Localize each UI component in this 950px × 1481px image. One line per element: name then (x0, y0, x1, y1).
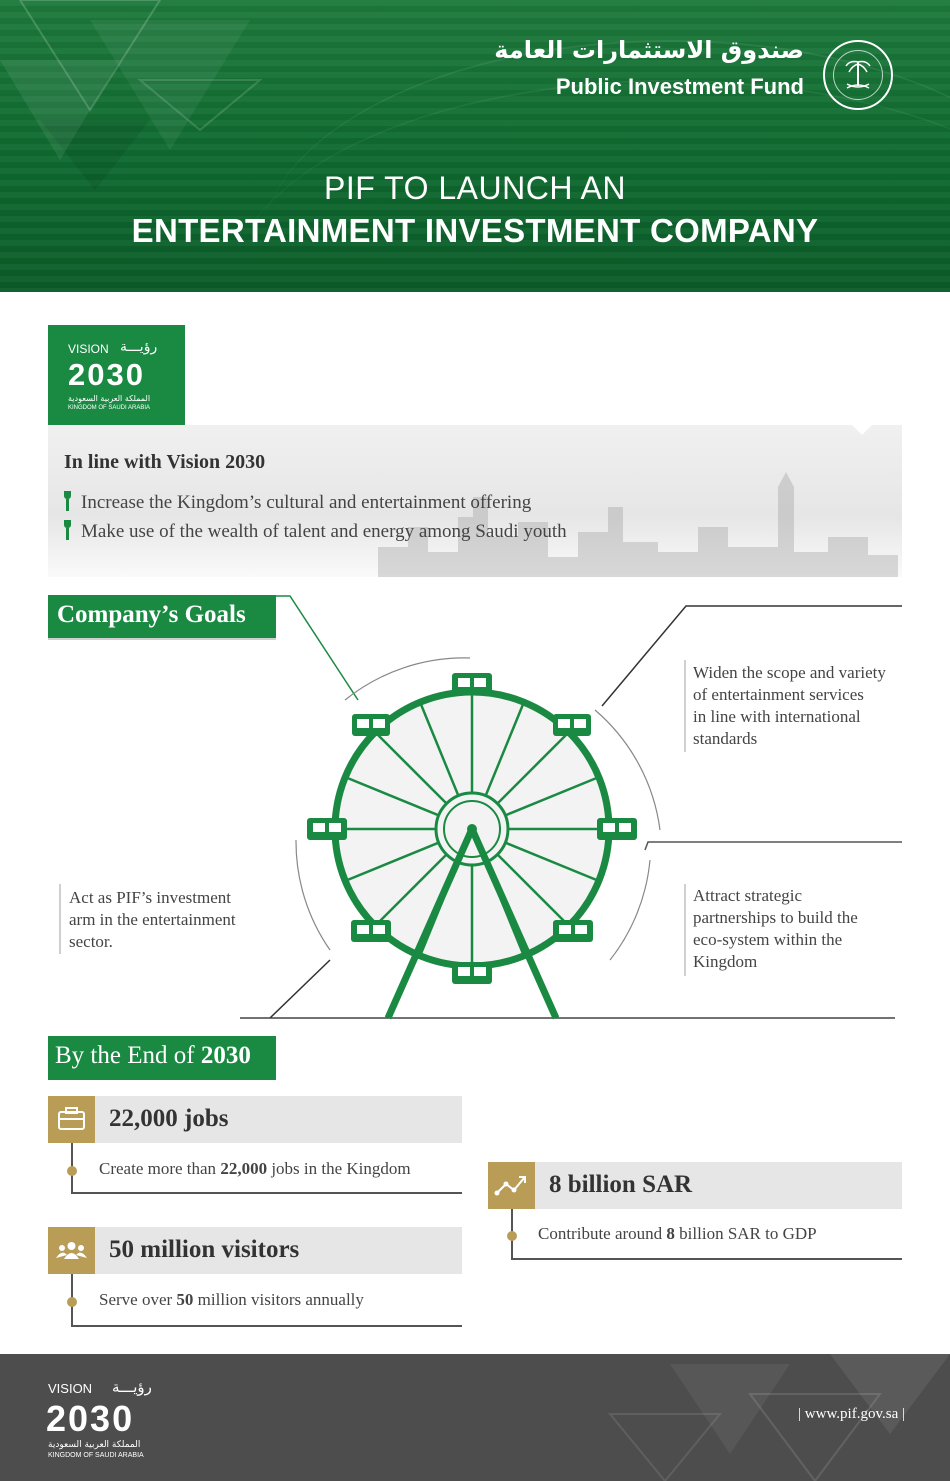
jobs-stat-header: 22,000 jobs (48, 1096, 462, 1143)
goal-line: eco-system within the (693, 930, 843, 949)
goal-line: standards (693, 729, 758, 748)
stat-bullet-dot (67, 1166, 77, 1176)
vision-bullet-text: Increase the Kingdom’s cultural and ente… (81, 492, 532, 513)
wheel-hub-inner (443, 800, 501, 858)
kingdom-english: KINGDOM OF SAUDI ARABIA (68, 405, 151, 411)
wheel-leg (468, 827, 560, 1020)
stat-underline (71, 1192, 462, 1194)
goal-line: of entertainment services (693, 685, 864, 704)
goals-underline (48, 638, 276, 640)
stat-underline (71, 1325, 462, 1327)
vision-bullet: Increase the Kingdom’s cultural and ente… (64, 491, 531, 514)
goal-line: arm in the entertainment (69, 910, 236, 929)
goal-line: partnerships to build the (693, 908, 858, 927)
connector-line (269, 959, 331, 1019)
org-name-arabic: صندوق الاستثمارات العامة (494, 36, 804, 64)
wheel-outer-arc (594, 709, 661, 831)
goals-heading: Company’s Goals (48, 595, 276, 639)
goal-accent-bar (684, 660, 686, 752)
vision-alignment-panel: In line with Vision 2030 Increase the Ki… (48, 425, 902, 577)
headline-line-2: ENTERTAINMENT INVESTMENT COMPANY (131, 212, 819, 249)
header-banner (0, 0, 950, 292)
goal-accent-bar (684, 884, 686, 976)
connector-line (601, 605, 902, 707)
wheel-outer-arc (609, 859, 651, 961)
stat-underline (511, 1258, 902, 1260)
footer-website-link[interactable]: | www.pif.gov.sa | (798, 1406, 905, 1422)
footer-vision-arabic: رؤيـــة (112, 1378, 152, 1396)
footer-vision-year: 2030 (46, 1398, 135, 1439)
kingdom-arabic: المملكة العربية السعودية (68, 394, 151, 403)
goal-investment-arm-text: Act as PIF’s investment arm in the enter… (69, 887, 284, 953)
wheel-leg (384, 827, 476, 1020)
org-name-english: Public Investment Fund (555, 74, 804, 99)
triangle-pattern (0, 0, 263, 190)
ferris-wheel-illustration (240, 595, 902, 1020)
goal-scope-text: Widen the scope and variety of entertain… (693, 662, 908, 750)
vision-2030-logo: VISION رؤيـــة 2030 المملكة العربية السع… (48, 325, 185, 425)
pif-seal-logo (823, 40, 893, 110)
footer-vision-label: VISION (48, 1381, 93, 1396)
tulip-bullet-icon (64, 491, 71, 511)
visitors-stat-description: Serve over 50 million visitors annually (99, 1290, 364, 1309)
heading-prefix: By the End of (55, 1042, 201, 1069)
seal-inner-ring (833, 50, 883, 100)
gdp-stat-description: Contribute around 8 billion SAR to GDP (538, 1224, 817, 1243)
panel-notch (852, 425, 872, 435)
palm-swords-icon (845, 60, 871, 89)
goal-partnership-text: Attract strategic partnerships to build … (693, 885, 908, 973)
footer-kingdom-english: KINGDOM OF SAUDI ARABIA (48, 1452, 144, 1459)
stat-bullet-dot (67, 1297, 77, 1307)
goal-line: Kingdom (693, 952, 758, 971)
goal-line: sector. (69, 932, 113, 951)
vision-year: 2030 (68, 357, 145, 392)
goal-line: Widen the scope and variety (693, 663, 886, 682)
footer-triangle-pattern (607, 1354, 950, 1481)
heading-year: 2030 (200, 1042, 251, 1069)
goal-line: Attract strategic (693, 886, 803, 905)
connector-line (644, 841, 902, 851)
jobs-stat-description: Create more than 22,000 jobs in the King… (99, 1159, 411, 1178)
jobs-stat-title: 22,000 jobs (109, 1105, 229, 1132)
wheel-outer-arc (344, 657, 471, 701)
footer-bar (0, 1354, 950, 1481)
gdp-stat-title: 8 billion SAR (549, 1171, 693, 1198)
headline-line-1: PIF TO LAUNCH AN (324, 170, 626, 206)
goal-line: Act as PIF’s investment (69, 888, 231, 907)
wheel-outer-arc (295, 839, 331, 951)
vision-bullet: Make use of the wealth of talent and ene… (64, 520, 567, 543)
vision-arabic-label: رؤيـــة (120, 339, 158, 355)
briefcase-icon (48, 1096, 95, 1143)
visitors-stat-header: 50 million visitors (48, 1227, 462, 1274)
vision-heading: In line with Vision 2030 (64, 451, 266, 473)
vision-label: VISION (68, 342, 109, 356)
gdp-stat-header: 8 billion SAR (488, 1162, 902, 1209)
goal-line: in line with international (693, 707, 861, 726)
visitors-stat-title: 50 million visitors (109, 1236, 300, 1263)
footer-kingdom-arabic: المملكة العربية السعودية (48, 1440, 141, 1450)
people-icon (48, 1227, 95, 1274)
connector-line (276, 595, 359, 701)
end-2030-heading: By the End of 2030 (48, 1036, 276, 1080)
vision-bullet-text: Make use of the wealth of talent and ene… (81, 521, 567, 542)
goal-accent-bar (59, 884, 61, 954)
city-skyline-image (378, 472, 898, 577)
tulip-bullet-icon (64, 520, 71, 540)
stat-bullet-dot (507, 1231, 517, 1241)
growth-chart-icon (488, 1162, 535, 1209)
